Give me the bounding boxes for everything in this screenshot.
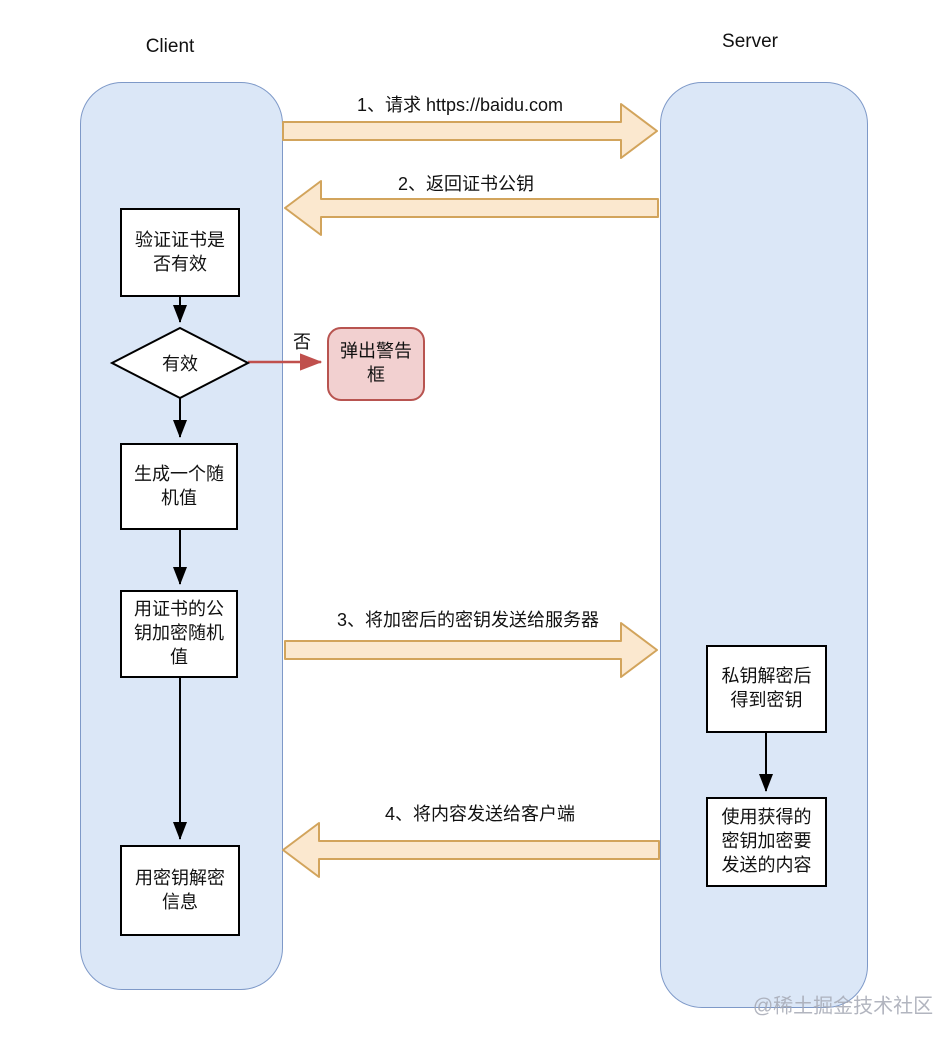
step-generate-random: 生成一个随机值 [120, 443, 238, 530]
message-2-label: 2、返回证书公钥 [397, 174, 535, 194]
client-lane-title: Client [145, 36, 195, 57]
step-encrypt-random-with-public-key: 用证书的公钥加密随机值 [120, 590, 238, 678]
message-4-label: 4、将内容发送给客户端 [384, 804, 576, 824]
server-lane-title: Server [722, 31, 778, 52]
message-2-arrow [284, 180, 659, 236]
watermark: @稀土掘金技术社区 [752, 995, 934, 1018]
step-verify-certificate: 验证证书是否有效 [120, 208, 240, 297]
step-server-encrypt-content: 使用获得的密钥加密要发送的内容 [706, 797, 827, 887]
message-3-label: 3、将加密后的密钥发送给服务器 [336, 610, 600, 630]
decision-diamond [109, 326, 251, 400]
step-server-decrypt-key: 私钥解密后得到密钥 [706, 645, 827, 733]
decision-no-label: 否 [293, 332, 311, 352]
step-decrypt-message-with-key: 用密钥解密信息 [120, 845, 240, 936]
message-1-arrow [282, 103, 658, 159]
message-3-arrow [284, 622, 658, 678]
decision-valid-label: 有效 [162, 354, 198, 374]
step-alert-popup: 弹出警告框 [327, 327, 425, 401]
message-1-label: 1、请求 https://baidu.com [356, 95, 564, 115]
message-4-arrow [282, 822, 660, 878]
